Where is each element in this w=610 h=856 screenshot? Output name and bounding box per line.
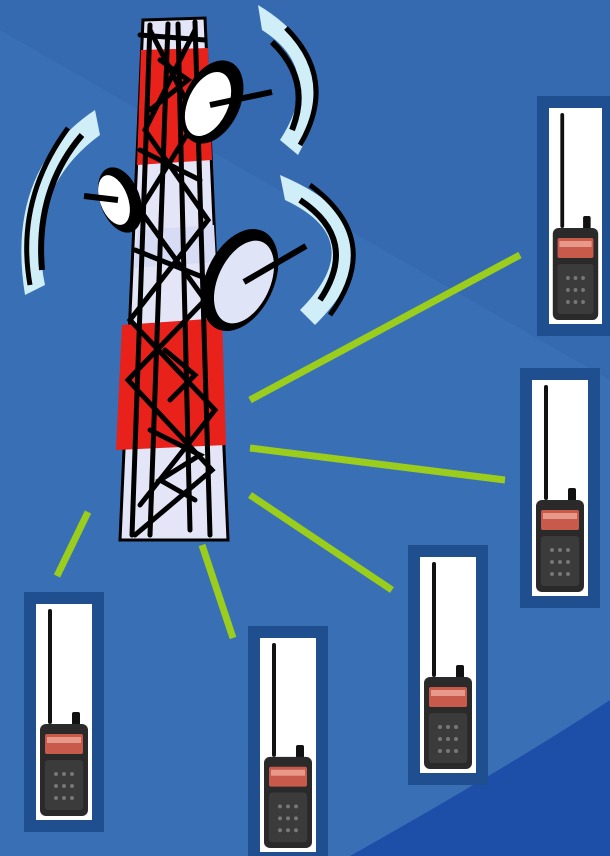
radio-card-3: [520, 368, 600, 608]
radio-card-1: [24, 592, 104, 832]
radio-card-5-inner: [260, 638, 316, 852]
radio-card-3-inner: [532, 380, 588, 596]
walkie-talkie-icon: [532, 380, 588, 596]
walkie-talkie-icon: [36, 604, 92, 820]
walkie-talkie-icon: [260, 638, 316, 852]
walkie-talkie-icon: [420, 557, 476, 773]
radio-card-2-inner: [549, 108, 602, 324]
radio-waves-top: [258, 5, 317, 155]
radio-card-2: [537, 96, 610, 336]
radio-card-4-inner: [420, 557, 476, 773]
radio-card-1-inner: [36, 604, 92, 820]
walkie-talkie-icon: [549, 108, 602, 324]
radio-card-4: [408, 545, 488, 785]
radio-card-5: [248, 626, 328, 856]
